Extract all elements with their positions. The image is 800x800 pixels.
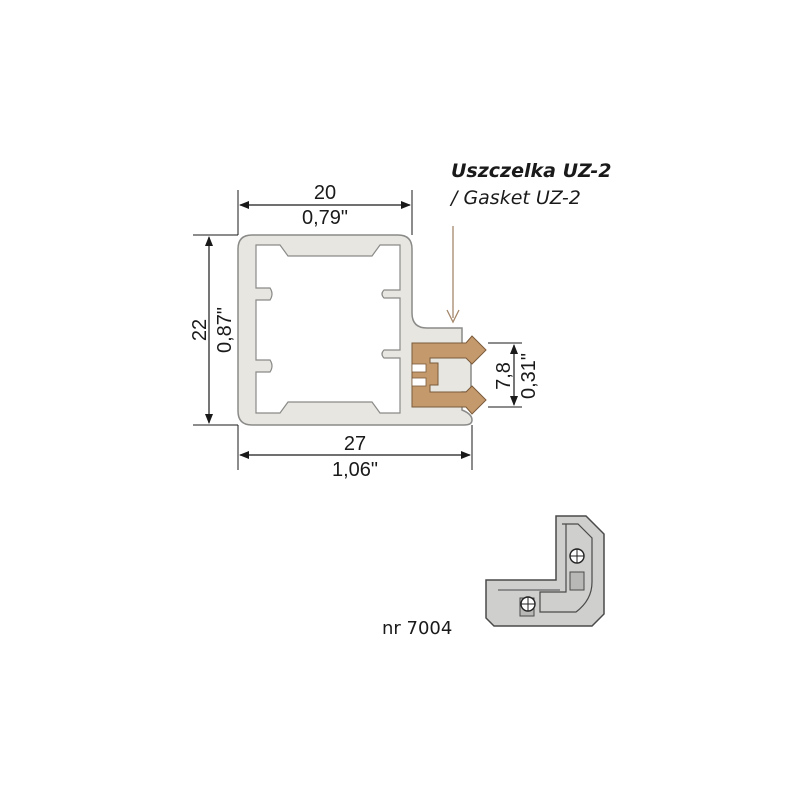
profile-inner-cavity	[255, 244, 401, 414]
gasket-slot	[411, 377, 427, 387]
dimension-bottom-width: 27 1,06"	[237, 425, 473, 481]
dimension-left-mm: 22	[189, 319, 211, 341]
dimension-top-in: 0,79"	[302, 207, 348, 229]
dimension-left-in: 0,87"	[214, 307, 236, 353]
dimension-left-height: 22 0,87"	[189, 234, 238, 426]
gasket-slot	[411, 363, 427, 373]
corner-outline	[485, 515, 605, 627]
dimension-bottom-mm: 27	[344, 433, 366, 455]
gasket-pointer-arrow	[446, 226, 460, 324]
corner-slot	[569, 571, 585, 591]
dimension-gasket-mm: 7,8	[493, 362, 515, 390]
corner-part-number: nr 7004	[382, 618, 452, 639]
dimension-gasket-height: 7,8 0,31"	[488, 342, 540, 408]
dimension-top-width: 20 0,79"	[237, 182, 413, 235]
dimension-top-mm: 20	[314, 182, 336, 204]
corner-connector	[485, 515, 605, 627]
dimension-bottom-in: 1,06"	[332, 459, 378, 481]
gasket-uz2	[411, 335, 487, 415]
gasket-title: Uszczelka UZ-2	[451, 160, 612, 182]
dimension-gasket-in: 0,31"	[518, 353, 540, 399]
gasket-subtitle: / Gasket UZ-2	[449, 187, 581, 209]
gasket-shape	[411, 335, 487, 415]
corner-groove	[539, 523, 593, 613]
